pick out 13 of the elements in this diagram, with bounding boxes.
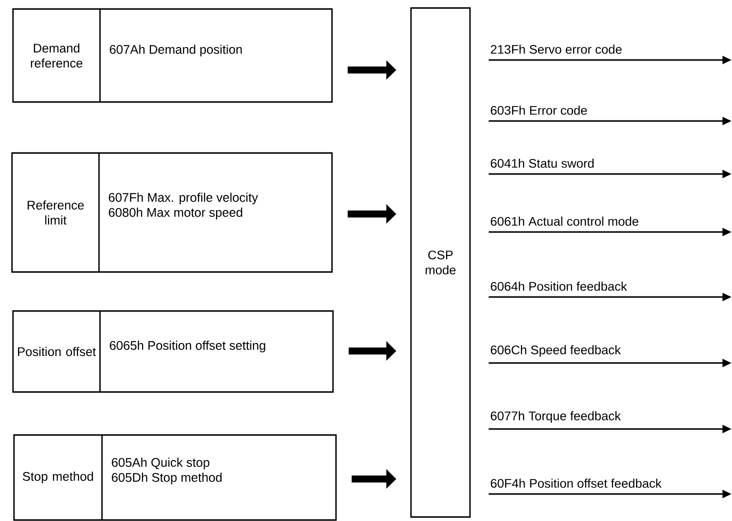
edge-label: 60F4h Position offset feedback — [490, 478, 662, 488]
parameter-table-box: Position offset 6065h Position offset setting — [12, 310, 334, 393]
edge-label: 6061h Actual control mode — [490, 216, 638, 226]
edge-label: 6064h Position feedback — [490, 282, 628, 291]
edge-label: 213Fh Servo error code — [490, 44, 622, 54]
edge-label: 603Fh Error code — [490, 106, 587, 115]
parameter-table-box: Demand reference 607Ah Demand position — [12, 8, 333, 103]
parameter-table-box: Stop method 605Ah Quick stop 605Dh Stop method — [13, 434, 337, 521]
edge-label: 6041h Statu sword — [490, 158, 594, 168]
mode-box: CSP mode — [410, 7, 471, 518]
parameter-table-box: Reference limit 607Fh Max. profile velocity 6080h Max motor speed — [11, 152, 333, 273]
edge-label: 606Ch Speed feedback — [490, 345, 621, 357]
edge-label: 6077h Torque feedback — [490, 411, 621, 423]
